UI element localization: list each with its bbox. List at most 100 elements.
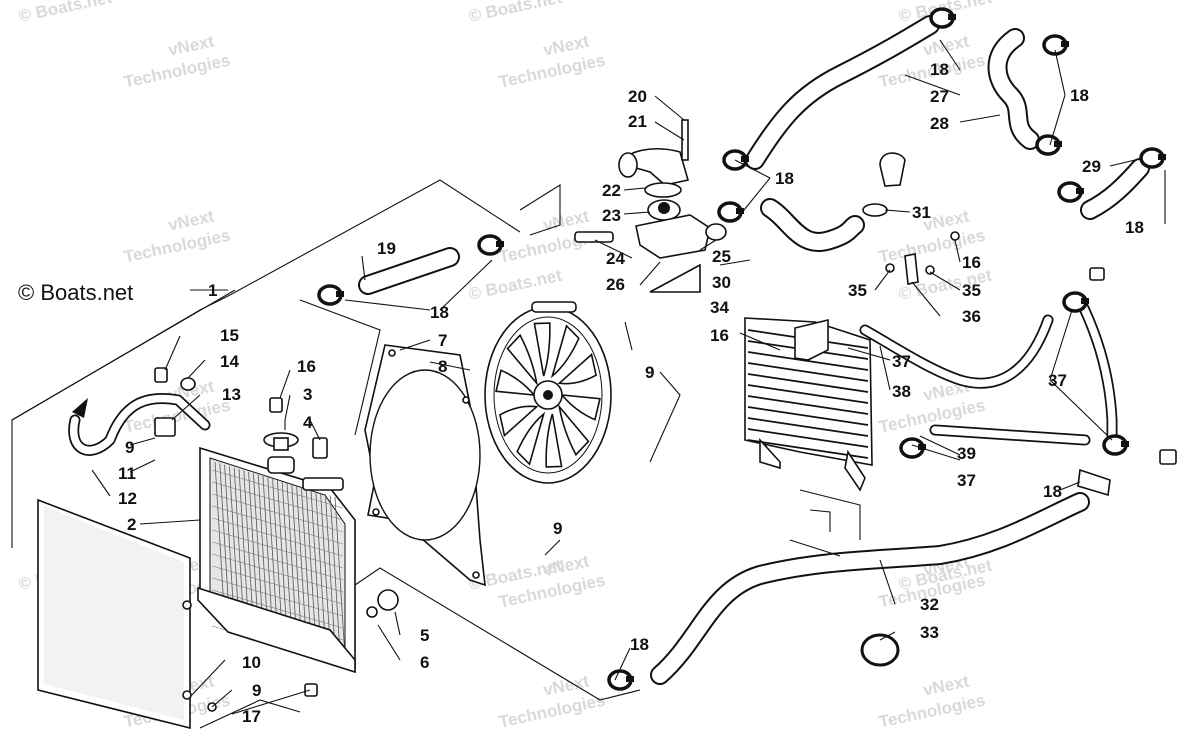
callout-29: 29 (1082, 157, 1101, 176)
callout-24: 24 (606, 249, 625, 268)
fan-blade (506, 333, 538, 387)
cooling-fan (484, 301, 612, 484)
cooler-fin (747, 406, 869, 426)
callout-14: 14 (220, 352, 239, 371)
clamp-screw (1076, 188, 1084, 194)
fan-blade (550, 324, 580, 379)
radiator-fin (277, 480, 288, 642)
callout-9-screen: 9 (252, 681, 261, 700)
radiator-fin (211, 505, 344, 545)
cooler-fin (747, 384, 869, 404)
watermark-boats: © Boats.net (17, 0, 114, 26)
callout-36: 36 (962, 307, 981, 326)
callout-30: 30 (712, 273, 731, 292)
coolant-hoses (358, 15, 1150, 685)
callout-11: 11 (118, 464, 136, 483)
cooler-fin (747, 417, 869, 437)
leader-lines (91, 39, 1166, 715)
radiator-screen (37, 498, 191, 730)
fan-blade (545, 413, 563, 468)
callout-37-a: 37 (892, 352, 911, 371)
callout-5: 5 (420, 626, 429, 645)
callout-23: 23 (602, 206, 621, 225)
callout-37-c: 37 (957, 471, 976, 490)
callout-21: 21 (628, 112, 647, 131)
callout-37-b: 37 (1048, 371, 1067, 390)
fan-blade (495, 369, 536, 396)
cooler-fin (747, 351, 869, 371)
callout-20: 20 (628, 87, 647, 106)
large-clamp (860, 633, 900, 667)
cooler-fin (747, 373, 869, 393)
radiator-fin (301, 487, 312, 649)
radiator-fin (211, 529, 344, 569)
radiator-fin (291, 484, 303, 646)
callout-38: 38 (892, 382, 911, 401)
fan-blade (516, 411, 546, 466)
clamp-screw (1158, 154, 1166, 160)
watermark-boats: © Boats.net (467, 266, 564, 304)
cooler-fin (747, 395, 869, 415)
callout-34: 34 (710, 298, 729, 317)
radiator-fin (211, 469, 344, 509)
callout-15: 15 (220, 326, 239, 345)
callout-35-right: 35 (962, 281, 981, 300)
fan-blades (495, 322, 601, 468)
callout-33: 33 (920, 623, 939, 642)
callout-7: 7 (438, 331, 447, 350)
radiator-fin (325, 494, 336, 655)
callout-18-d: 18 (1070, 86, 1089, 105)
callout-27: 27 (930, 87, 949, 106)
radiator-fin (211, 493, 344, 533)
callout-9-left: 9 (125, 438, 134, 457)
callout-18-c: 18 (930, 60, 949, 79)
callout-18-g: 18 (630, 635, 649, 654)
radiator-fin (211, 541, 344, 581)
radiator-fin (329, 495, 341, 657)
callout-32: 32 (920, 595, 939, 614)
clamp-screw (336, 291, 344, 297)
callout-18-f: 18 (1043, 482, 1062, 501)
callout-18-b: 18 (775, 169, 794, 188)
oil-cooler (744, 317, 873, 492)
cooler-fin (747, 362, 869, 382)
callout-16-radiator: 16 (297, 357, 316, 376)
callout-6: 6 (420, 653, 429, 672)
fan-blade (533, 322, 551, 377)
callout-8: 8 (438, 357, 447, 376)
callout-16-bracket: 16 (962, 253, 981, 272)
radiator-fin (211, 589, 344, 629)
radiator-fin (286, 482, 298, 645)
clamp-screw (1121, 441, 1129, 447)
callout-12: 12 (118, 489, 137, 508)
callout-28: 28 (930, 114, 949, 133)
callout-18-e: 18 (1125, 218, 1144, 237)
radiator-fin (211, 517, 344, 557)
radiator-fin (211, 481, 344, 521)
callout-26: 26 (606, 275, 625, 294)
callout-31: 31 (912, 203, 931, 222)
callout-35-left: 35 (848, 281, 867, 300)
watermark-boats: © Boats.net (467, 0, 564, 26)
fan-blade (560, 394, 601, 421)
callout-13: 13 (222, 385, 241, 404)
clamp-screw (1054, 141, 1062, 147)
callout-19: 19 (377, 239, 396, 258)
callout-9-bottom: 9 (553, 519, 562, 538)
clamp-screw (1061, 41, 1069, 47)
fan-shroud (364, 344, 486, 587)
cooler-fins (747, 329, 869, 459)
callout-labels: 1 2 3 4 5 6 7 8 9 9 9 9 10 11 12 13 14 1… (118, 60, 1144, 726)
fan-blade (499, 405, 539, 437)
frame-sketch (789, 489, 861, 557)
radiator-fin (315, 491, 327, 653)
overflow-hose (68, 392, 211, 456)
clamp-screw (626, 676, 634, 682)
copyright-notice: © Boats.net (18, 280, 133, 305)
callout-4: 4 (303, 413, 313, 432)
clamp-screw (496, 241, 504, 247)
radiator-fin (281, 481, 293, 644)
